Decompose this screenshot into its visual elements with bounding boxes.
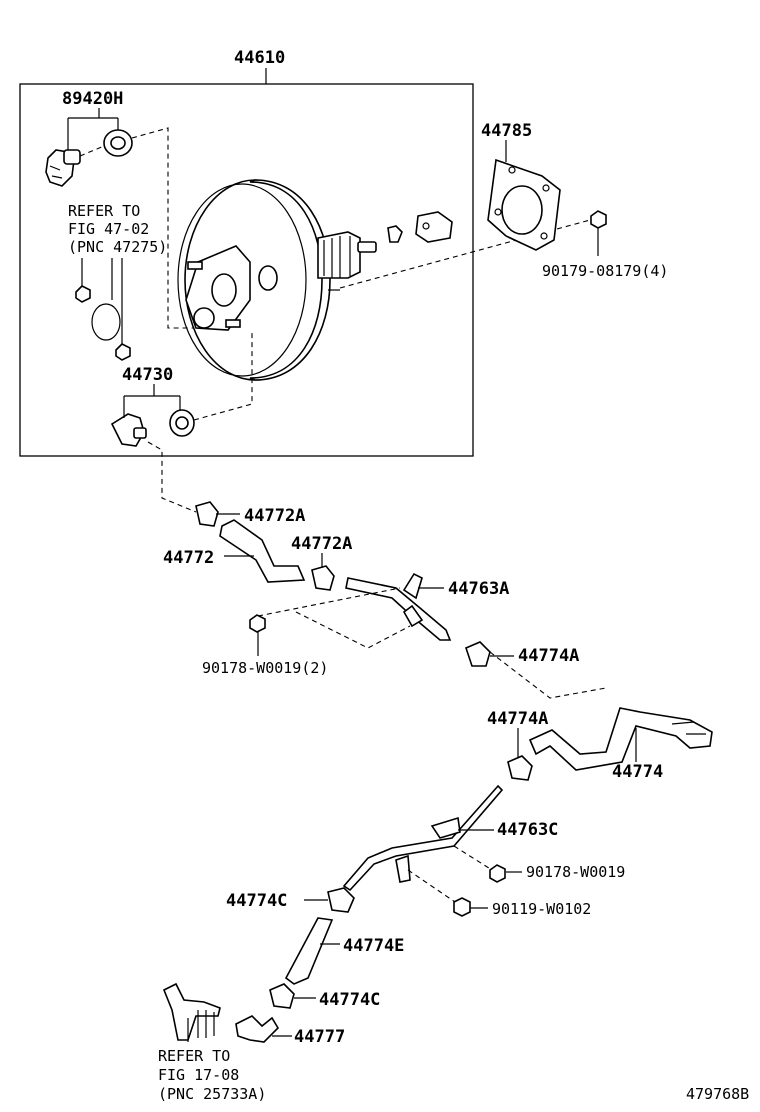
clip-44772a-lower bbox=[311, 553, 335, 591]
gasket-44785 bbox=[487, 140, 561, 251]
clip-44772a-upper bbox=[195, 501, 240, 527]
hose-44774e bbox=[284, 917, 340, 985]
assembly-box bbox=[19, 68, 474, 457]
nut-90179 bbox=[590, 210, 607, 256]
label-44774a-left[interactable]: 44774A bbox=[487, 709, 548, 729]
refer-47-02-line1: REFER TO bbox=[68, 202, 140, 220]
elbow-44777 bbox=[235, 1015, 292, 1043]
union-44730 bbox=[110, 330, 253, 513]
label-44774e[interactable]: 44774E bbox=[343, 936, 404, 956]
label-44730[interactable]: 44730 bbox=[122, 365, 173, 385]
tube-44763a bbox=[257, 572, 452, 649]
clamp-44774c-lower bbox=[269, 983, 316, 1009]
intake-fitting bbox=[162, 982, 221, 1042]
clamp-44774a-left bbox=[507, 728, 533, 781]
refer-47-02-line3: (PNC 47275) bbox=[68, 238, 167, 256]
tube-44774 bbox=[528, 707, 713, 771]
refer-17-08-line1: REFER TO bbox=[158, 1047, 230, 1065]
label-89420h[interactable]: 89420H bbox=[62, 89, 123, 109]
label-44774c-upper[interactable]: 44774C bbox=[226, 891, 287, 911]
hose-44772 bbox=[219, 519, 306, 583]
label-90179-08179[interactable]: 90179-08179(4) bbox=[542, 262, 668, 280]
refer-17-08-line3: (PNC 25733A) bbox=[158, 1085, 266, 1103]
nut-90178-w0019-2 bbox=[249, 614, 266, 656]
seal-ring-set bbox=[75, 258, 131, 361]
label-44774a-right[interactable]: 44774A bbox=[518, 646, 579, 666]
label-44774c-lower[interactable]: 44774C bbox=[319, 990, 380, 1010]
label-90178-w0019-2[interactable]: 90178-W0019(2) bbox=[202, 659, 328, 677]
label-44763a[interactable]: 44763A bbox=[448, 579, 509, 599]
check-valve-leader bbox=[67, 108, 195, 329]
bolt-90119-w0102 bbox=[453, 897, 488, 917]
clevis bbox=[387, 211, 453, 243]
figure-id: 479768B bbox=[686, 1085, 749, 1103]
nut-90178-w0019 bbox=[489, 864, 522, 883]
clamp-44774a-right bbox=[465, 641, 607, 699]
label-90178-w0019[interactable]: 90178-W0019 bbox=[526, 863, 625, 881]
refer-17-08-line2: FIG 17-08 bbox=[158, 1066, 239, 1084]
tube-44763c bbox=[342, 784, 504, 905]
clamp-44774c-upper bbox=[304, 887, 355, 913]
label-44610[interactable]: 44610 bbox=[234, 48, 285, 68]
label-44774[interactable]: 44774 bbox=[612, 762, 663, 782]
label-44772[interactable]: 44772 bbox=[163, 548, 214, 568]
label-44785[interactable]: 44785 bbox=[481, 121, 532, 141]
label-90119-w0102[interactable]: 90119-W0102 bbox=[492, 900, 591, 918]
brake-booster-body bbox=[177, 179, 377, 381]
refer-47-02-line2: FIG 47-02 bbox=[68, 220, 149, 238]
label-44777[interactable]: 44777 bbox=[294, 1027, 345, 1047]
label-44772a-lower[interactable]: 44772A bbox=[291, 534, 352, 554]
check-valve-89420h[interactable] bbox=[45, 129, 133, 187]
label-44763c[interactable]: 44763C bbox=[497, 820, 558, 840]
label-44772a-upper[interactable]: 44772A bbox=[244, 506, 305, 526]
